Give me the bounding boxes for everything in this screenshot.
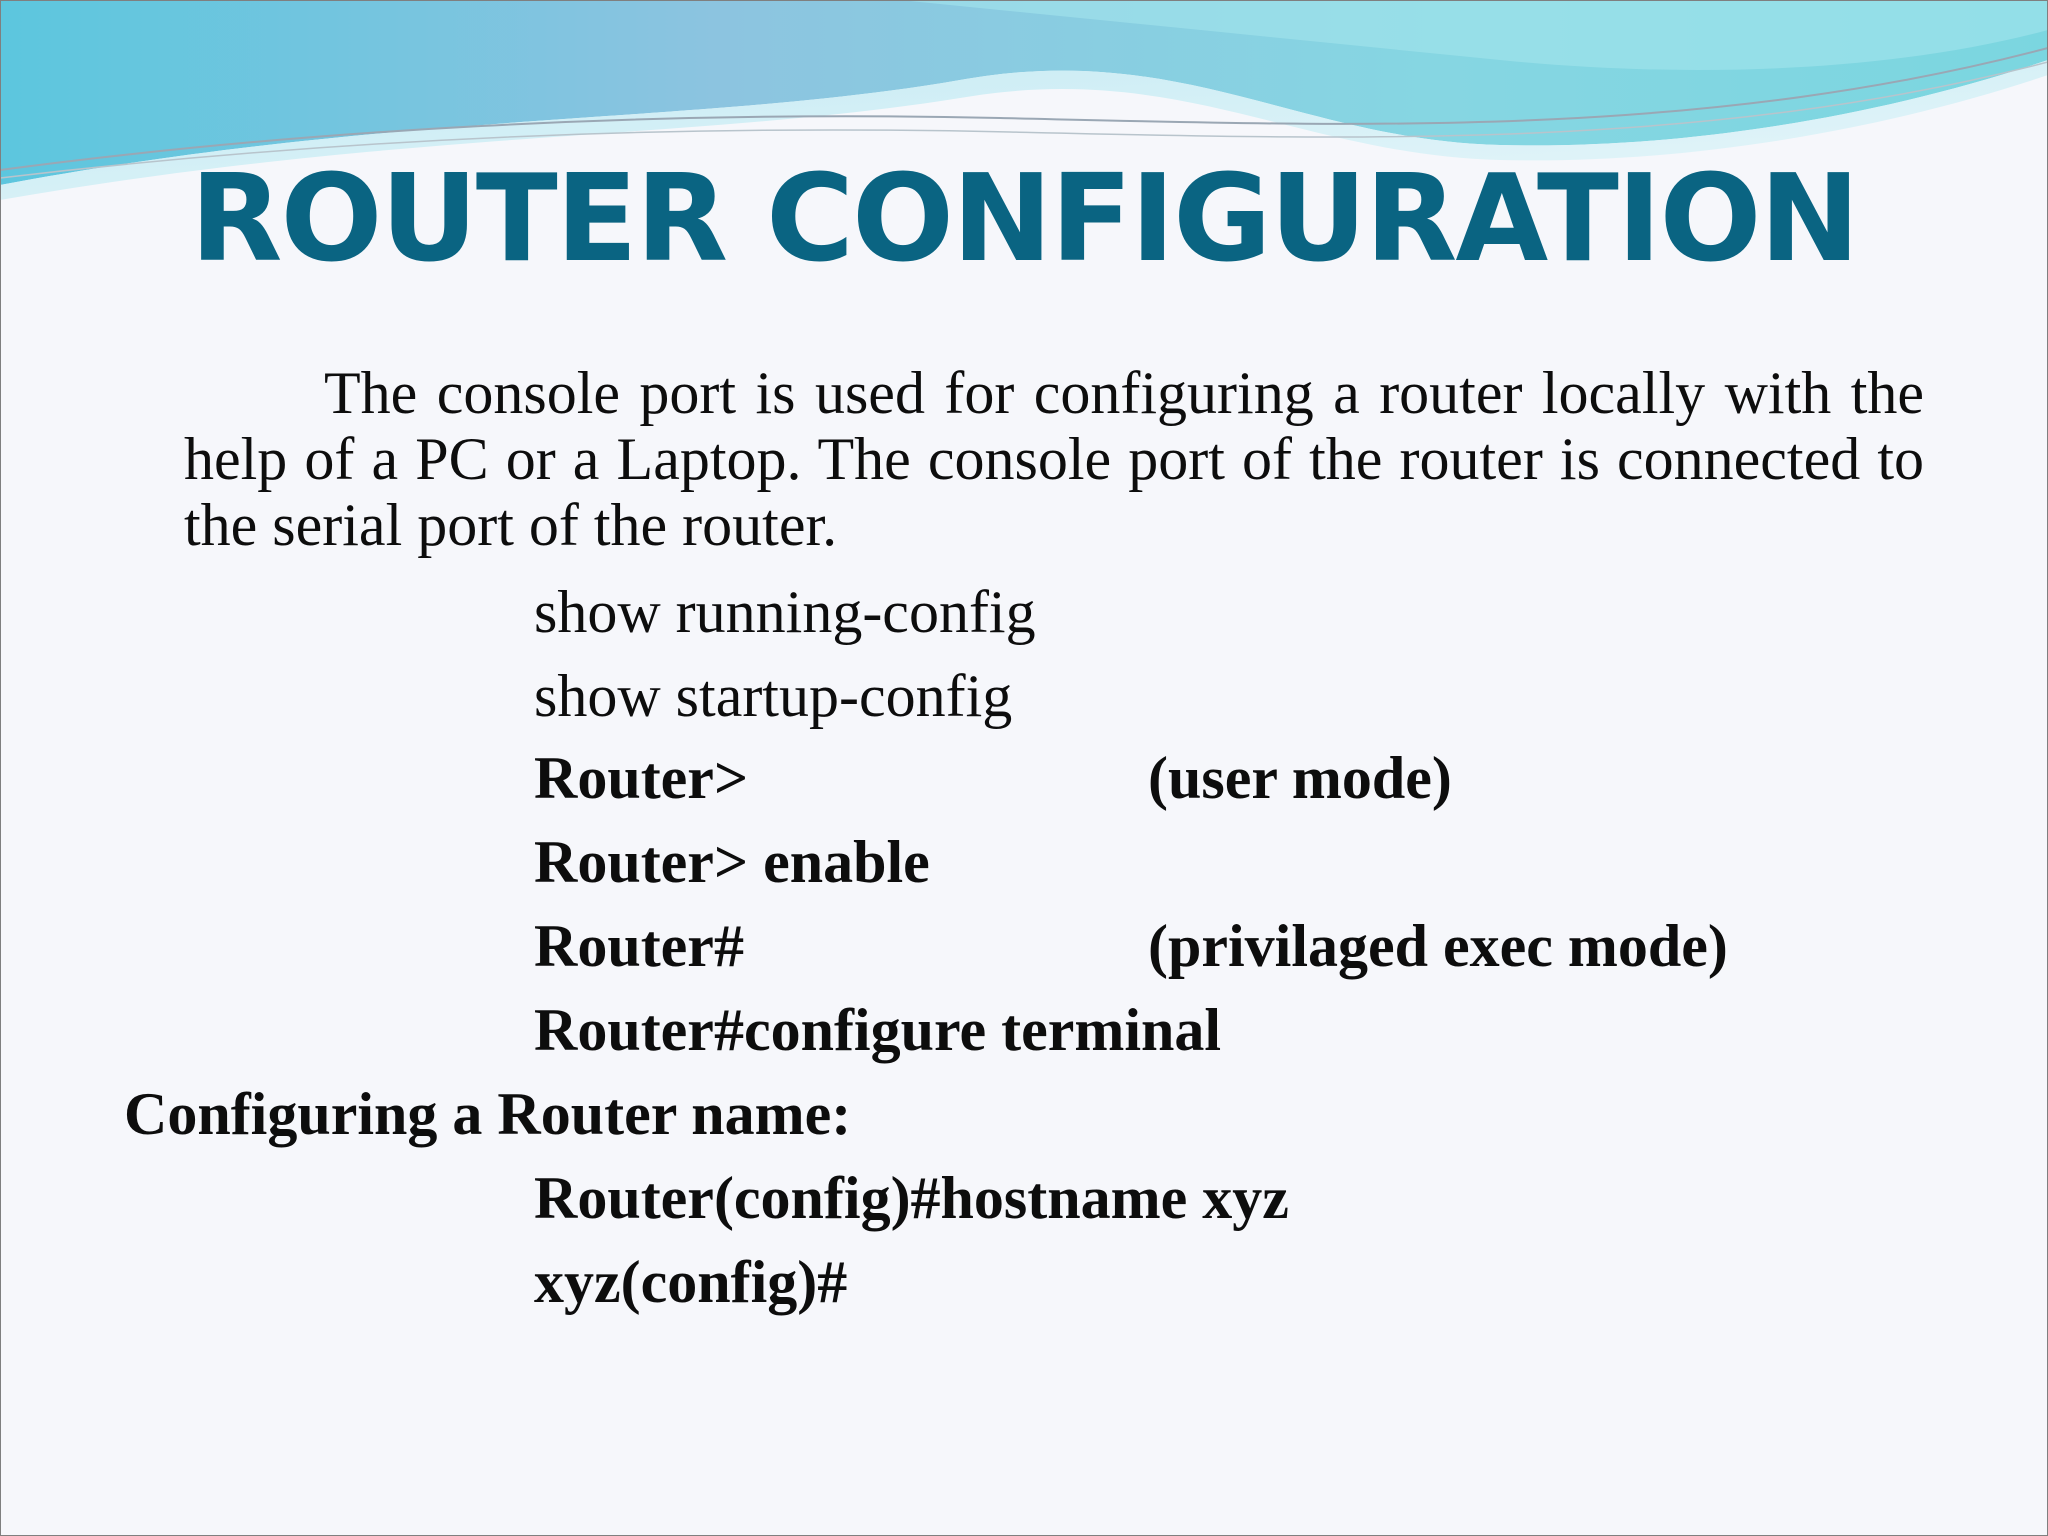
command-line: Router(config)#hostname xyz bbox=[534, 1165, 1289, 1231]
mode-note: (user mode) bbox=[1148, 745, 1452, 811]
command-line: Router#configure terminal bbox=[534, 997, 1222, 1063]
command-line: Router> bbox=[534, 745, 749, 811]
command-line: show startup-config bbox=[534, 663, 1013, 729]
command-line: Router# bbox=[534, 913, 744, 979]
slide-title: ROUTER CONFIGURATION bbox=[190, 150, 1860, 289]
command-line: show running-config bbox=[534, 579, 1036, 645]
intro-text: The console port is used for configuring… bbox=[184, 360, 1924, 558]
command-line: xyz(config)# bbox=[534, 1249, 848, 1315]
header-wave-decoration bbox=[0, 0, 2048, 200]
command-line: Router> enable bbox=[534, 829, 930, 895]
mode-note: (privilaged exec mode) bbox=[1148, 913, 1728, 979]
intro-paragraph: The console port is used for configuring… bbox=[184, 360, 1924, 558]
section-heading: Configuring a Router name: bbox=[124, 1081, 852, 1147]
